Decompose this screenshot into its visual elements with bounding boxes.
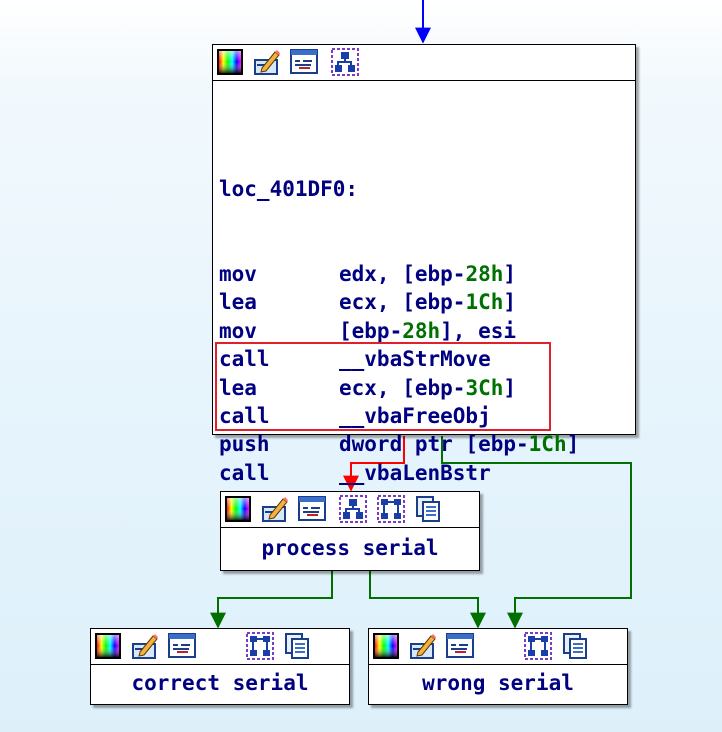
instruction-mnemonic: lea — [219, 375, 257, 400]
node-toolbar — [91, 629, 349, 665]
color-palette-icon[interactable] — [216, 48, 244, 76]
wrong-serial-node[interactable]: wrong serial — [368, 628, 628, 705]
instruction-line[interactable]: call __vbaLenBstr — [219, 459, 579, 487]
rename-pencil-icon[interactable] — [409, 632, 437, 660]
instruction-mnemonic: call — [219, 460, 270, 485]
instruction-line[interactable]: lea ecx, [ebp-1Ch] — [219, 288, 579, 316]
node-caption[interactable]: correct serial — [131, 671, 309, 695]
node-toolbar — [213, 45, 635, 81]
edge-process-to-correct — [210, 570, 333, 629]
instruction-operand: dword ptr [ebp- — [339, 432, 529, 457]
rename-pencil-icon[interactable] — [131, 632, 159, 660]
instruction-mnemonic: push — [219, 432, 270, 457]
instruction-operand-tail: ], esi — [440, 318, 517, 343]
instruction-operand: ecx, [ebp- — [339, 290, 466, 315]
instruction-line[interactable]: mov edx, [ebp-28h] — [219, 260, 579, 288]
copy-pages-icon[interactable] — [561, 632, 589, 660]
node-toolbar — [369, 629, 627, 665]
instruction-operand: [ebp- — [339, 318, 403, 343]
instruction-line[interactable]: call __vbaFreeObj — [219, 402, 579, 430]
instruction-number: 28h — [465, 262, 504, 287]
edge-false-to-wrong — [441, 436, 632, 629]
edge-true-to-process — [343, 436, 405, 492]
edit-window-icon[interactable] — [168, 632, 196, 660]
color-palette-icon[interactable] — [224, 495, 252, 523]
highlight-box — [215, 342, 551, 431]
correct-serial-node[interactable]: correct serial — [90, 628, 350, 705]
instruction-number: 1Ch — [528, 432, 567, 457]
block-label[interactable]: loc_401DF0: — [219, 176, 359, 201]
instruction-line[interactable]: push dword ptr [ebp-1Ch] — [219, 430, 579, 458]
rename-pencil-icon[interactable] — [261, 495, 289, 523]
group-nodes-icon[interactable] — [524, 632, 552, 660]
instruction-mnemonic: call — [219, 347, 270, 372]
node-caption[interactable]: wrong serial — [422, 671, 574, 695]
instruction-mnemonic: call — [219, 403, 270, 428]
instruction-mnemonic: mov — [219, 262, 257, 287]
instruction-operand: __vbaStrMove — [339, 347, 491, 372]
rename-pencil-icon[interactable] — [253, 48, 281, 76]
instruction-operand: edx, [ebp- — [339, 262, 466, 287]
instruction-operand-tail: ] — [503, 262, 517, 287]
instruction-operand: __vbaLenBstr — [339, 460, 491, 485]
color-palette-icon[interactable] — [372, 632, 400, 660]
instruction-mnemonic: mov — [219, 318, 257, 343]
process-serial-node[interactable]: process serial — [220, 491, 480, 571]
edit-window-icon[interactable] — [446, 632, 474, 660]
instruction-mnemonic: lea — [219, 290, 257, 315]
instruction-number: 28h — [402, 318, 441, 343]
instruction-operand-tail: ] — [503, 290, 517, 315]
edit-window-icon[interactable] — [298, 495, 326, 523]
instruction-operand: ecx, [ebp- — [339, 375, 466, 400]
flow-graph-icon[interactable] — [339, 495, 367, 523]
instruction-line[interactable]: mov [ebp-28h], esi — [219, 317, 579, 345]
group-nodes-icon[interactable] — [246, 632, 274, 660]
instruction-number: 1Ch — [465, 290, 504, 315]
node-toolbar — [221, 492, 479, 528]
instruction-number: 3Ch — [465, 375, 504, 400]
group-nodes-icon[interactable] — [377, 495, 405, 523]
instruction-operand-tail: ] — [566, 432, 580, 457]
edit-window-icon[interactable] — [290, 48, 318, 76]
copy-pages-icon[interactable] — [283, 632, 311, 660]
edge-process-to-wrong — [369, 570, 486, 629]
node-caption[interactable]: process serial — [261, 536, 439, 560]
flow-graph-icon[interactable] — [331, 48, 359, 76]
instruction-operand-tail: ] — [503, 375, 517, 400]
instruction-line[interactable]: lea ecx, [ebp-3Ch] — [219, 374, 579, 402]
color-palette-icon[interactable] — [94, 632, 122, 660]
instruction-line[interactable]: call __vbaStrMove — [219, 345, 579, 373]
instruction-operand: __vbaFreeObj — [339, 403, 491, 428]
copy-pages-icon[interactable] — [414, 495, 442, 523]
